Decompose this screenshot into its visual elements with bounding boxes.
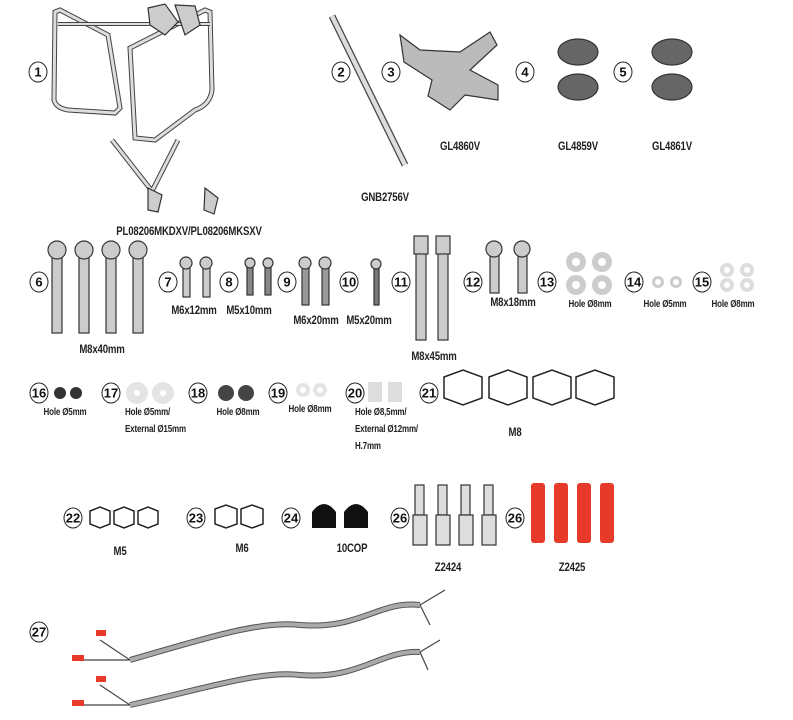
- spec-12: M8x18mm: [490, 295, 536, 309]
- callout-9: 9: [277, 271, 297, 293]
- callout-26a: 26: [390, 507, 410, 529]
- bracket-plate-drawing: [399, 31, 499, 111]
- callout-11: 11: [391, 271, 411, 293]
- part-code-3: GL4860V: [440, 139, 480, 153]
- spec-20-height: H.7mm: [355, 441, 381, 452]
- spec-9: M6x20mm: [293, 313, 339, 327]
- spec-13: Hole Ø8mm: [568, 299, 612, 310]
- spec-16: Hole Ø5mm: [43, 407, 87, 418]
- rubber-pads-drawing: [557, 38, 693, 101]
- callout-10: 10: [339, 271, 359, 293]
- side-frame-drawing: [51, 3, 219, 215]
- spec-22: M5: [113, 544, 127, 558]
- callout-13: 13: [537, 271, 557, 293]
- wiring-harness-drawing: [72, 589, 446, 708]
- spec-20: Hole Ø8,5mm/: [355, 407, 407, 418]
- callout-7: 7: [158, 271, 178, 293]
- spec-15: Hole Ø8mm: [711, 299, 755, 310]
- spec-6: M8x40mm: [79, 342, 125, 356]
- callout-5: 5: [613, 61, 633, 83]
- callout-16: 16: [29, 382, 49, 404]
- callout-18: 18: [188, 382, 208, 404]
- callout-12: 12: [463, 271, 483, 293]
- callout-14: 14: [624, 271, 644, 293]
- callout-24: 24: [281, 507, 301, 529]
- spec-19: Hole Ø8mm: [288, 404, 332, 415]
- caps-drawing: [312, 504, 368, 528]
- spec-7: M6x12mm: [171, 303, 217, 317]
- spec-21: M8: [508, 425, 522, 439]
- nuts-drawing: [89, 369, 615, 529]
- callout-26b: 26: [505, 507, 525, 529]
- callout-27: 27: [29, 621, 49, 643]
- spec-17-external: External Ø15mm: [125, 424, 186, 435]
- callout-20: 20: [345, 382, 365, 404]
- callout-23: 23: [186, 507, 206, 529]
- spec-18: Hole Ø8mm: [216, 407, 260, 418]
- washers-drawing: [54, 252, 754, 404]
- connectors-drawing: [412, 484, 497, 546]
- spec-10: M5x20mm: [346, 313, 392, 327]
- callout-4: 4: [515, 61, 535, 83]
- callout-22: 22: [63, 507, 83, 529]
- callout-17: 17: [101, 382, 121, 404]
- spec-24: 10COP: [336, 541, 368, 555]
- callout-3: 3: [381, 61, 401, 83]
- callout-6: 6: [29, 271, 49, 293]
- part-code-1: PL08206MKDXV/PL08206MKSXV: [116, 224, 262, 238]
- spec-17: Hole Ø5mm/: [125, 407, 171, 418]
- callout-1: 1: [28, 61, 48, 83]
- spec-23: M6: [235, 541, 249, 555]
- callout-8: 8: [219, 271, 239, 293]
- spec-14: Hole Ø5mm: [643, 299, 687, 310]
- part-code-4: GL4859V: [558, 139, 598, 153]
- support-bar-drawing: [328, 14, 409, 167]
- callout-15: 15: [692, 271, 712, 293]
- part-code-5: GL4861V: [652, 139, 692, 153]
- spec-26b: Z2425: [558, 560, 586, 574]
- spec-20-external: External Ø12mm/: [355, 424, 418, 435]
- spec-26a: Z2424: [434, 560, 462, 574]
- bolts-drawing: [47, 235, 531, 341]
- red-connectors-drawing: [531, 483, 614, 543]
- callout-21: 21: [419, 382, 439, 404]
- callout-19: 19: [268, 382, 288, 404]
- callout-2: 2: [331, 61, 351, 83]
- spec-8: M5x10mm: [226, 303, 272, 317]
- part-code-2: GNB2756V: [361, 190, 409, 204]
- spec-11: M8x45mm: [411, 349, 457, 363]
